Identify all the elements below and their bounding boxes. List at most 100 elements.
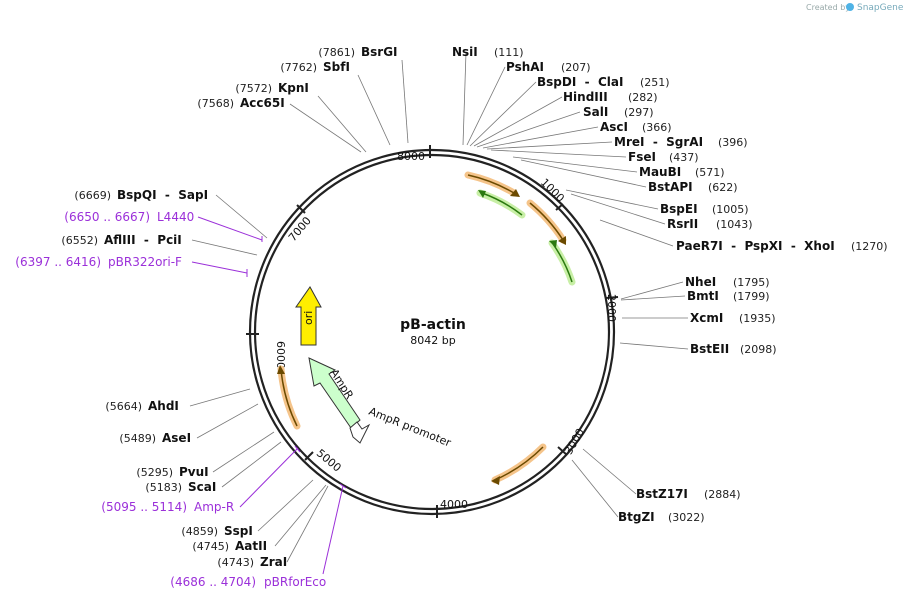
ampr-promoter-label: AmpR promoter <box>367 405 453 450</box>
plasmid-name: pB-actin <box>400 317 466 333</box>
site-bsteii[interactable]: BstEII <box>690 342 729 356</box>
site-paer7i-pspxi-xhoi[interactable]: PaeR7I - PspXI - XhoI <box>676 239 835 253</box>
site-sspi[interactable]: SspI <box>224 524 253 538</box>
primer-pbrforeco-range: (4686 .. 4704) <box>170 575 256 589</box>
site-bsteii-pos: (2098) <box>740 343 777 356</box>
site-aatii[interactable]: AatII <box>235 539 267 553</box>
site-bsrgi[interactable]: BsrGI <box>361 45 398 59</box>
site-mrei-sgrai-pos: (396) <box>718 136 748 149</box>
credit-brand: SnapGene <box>857 3 904 13</box>
site-zrai-pos: (4743) <box>217 556 254 569</box>
site-nsii-pos: (111) <box>494 46 524 59</box>
tick-label-1000: 1000 <box>538 176 567 205</box>
site-xcmi-pos: (1935) <box>739 312 776 325</box>
tick-label-4000: 4000 <box>440 498 468 511</box>
site-zrai[interactable]: ZraI <box>260 555 287 569</box>
site-kpni[interactable]: KpnI <box>278 81 309 95</box>
tick-label-2000: 2000 <box>605 294 618 322</box>
site-bmti[interactable]: BmtI <box>687 289 719 303</box>
site-scai[interactable]: ScaI <box>188 480 216 494</box>
site-btgzi[interactable]: BtgZI <box>618 510 655 524</box>
primer-lines <box>191 216 347 575</box>
site-fsei-pos: (437) <box>669 151 699 164</box>
site-aatii-pos: (4745) <box>192 540 229 553</box>
ampr-promoter-feature[interactable]: AmpR promoter <box>349 405 453 450</box>
tick-label-3000: 3000 <box>562 426 587 457</box>
site-nsii[interactable]: NsiI <box>452 45 478 59</box>
primer-labels: (6650 .. 6667) L4440 (6397 .. 6416) pBR3… <box>15 210 326 589</box>
site-pshai-pos: (207) <box>561 61 591 74</box>
primer-pbrforeco[interactable]: pBRforEco <box>264 575 326 589</box>
site-hindiii-pos: (282) <box>628 91 658 104</box>
plasmid-size: 8042 bp <box>410 334 455 347</box>
site-bspdi-clai[interactable]: BspDI - ClaI <box>537 75 623 89</box>
backbone-inner <box>253 153 611 511</box>
primer-pbr322ori-f[interactable]: pBR322ori-F <box>108 255 182 269</box>
site-rsrii[interactable]: RsrII <box>667 217 698 231</box>
sites-right: NsiI (111) PshAI (207) BspDI - ClaI (251… <box>452 45 888 524</box>
site-paer7i-pspxi-xhoi-pos: (1270) <box>851 240 888 253</box>
site-sbfi[interactable]: SbfI <box>323 60 350 74</box>
site-bstapi[interactable]: BstAPI <box>648 180 693 194</box>
site-scai-pos: (5183) <box>145 481 182 494</box>
site-btgzi-pos: (3022) <box>668 511 705 524</box>
snapgene-credit: Created by SnapGene <box>806 3 904 13</box>
site-maubi-pos: (571) <box>695 166 725 179</box>
site-nhei[interactable]: NheI <box>685 275 716 289</box>
site-bspdi-clai-pos: (251) <box>640 76 670 89</box>
site-sspi-pos: (4859) <box>181 525 218 538</box>
site-nhei-pos: (1795) <box>733 276 770 289</box>
site-asei[interactable]: AseI <box>162 431 191 445</box>
snapgene-logo-icon <box>846 3 854 11</box>
site-xcmi[interactable]: XcmI <box>690 311 723 325</box>
ori-label: ori <box>302 311 315 325</box>
tick-label-8000: 8000 <box>397 150 425 163</box>
primer-amp-r[interactable]: Amp-R <box>194 500 234 514</box>
site-asci[interactable]: AscI <box>600 120 628 134</box>
ampr-feature[interactable]: AmpR <box>308 357 361 429</box>
site-bspei-pos: (1005) <box>712 203 749 216</box>
credit-created-by: Created by <box>806 3 850 12</box>
leader-lines-right <box>462 51 689 518</box>
site-kpni-pos: (7572) <box>235 82 272 95</box>
site-sali-pos: (297) <box>624 106 654 119</box>
site-ahdi-pos: (5664) <box>105 400 142 413</box>
orange-orf-4[interactable] <box>277 365 301 430</box>
site-asci-pos: (366) <box>642 121 672 134</box>
orange-orf-1[interactable] <box>464 171 518 197</box>
primer-l4440-range: (6650 .. 6667) <box>64 210 150 224</box>
site-bstapi-pos: (622) <box>708 181 738 194</box>
primer-l4440[interactable]: L4440 <box>157 210 194 224</box>
site-hindiii[interactable]: HindIII <box>563 90 608 104</box>
site-mrei-sgrai[interactable]: MreI - SgrAI <box>614 135 703 149</box>
site-sali[interactable]: SalI <box>583 105 608 119</box>
site-bspqi-sapi[interactable]: BspQI - SapI <box>117 188 208 202</box>
ori-feature[interactable]: ori <box>295 286 322 346</box>
sites-left: (7861) BsrGI (7762) SbfI (7572) KpnI (75… <box>61 45 397 569</box>
site-bmti-pos: (1799) <box>733 290 770 303</box>
site-afliii-pcii[interactable]: AflIII - PciI <box>104 233 182 247</box>
site-maubi[interactable]: MauBI <box>639 165 681 179</box>
site-bstz17i-pos: (2884) <box>704 488 741 501</box>
tick-label-6000: 6000 <box>274 341 287 369</box>
site-fsei[interactable]: FseI <box>628 150 656 164</box>
site-pshai[interactable]: PshAI <box>506 60 544 74</box>
green-orf-2[interactable] <box>548 239 576 286</box>
site-asei-pos: (5489) <box>119 432 156 445</box>
site-acc65i[interactable]: Acc65I <box>240 96 285 110</box>
site-pvui-pos: (5295) <box>136 466 173 479</box>
site-ahdi[interactable]: AhdI <box>148 399 179 413</box>
feature-arcs <box>277 171 576 485</box>
primer-pbr322ori-f-range: (6397 .. 6416) <box>15 255 101 269</box>
tick-label-5000: 5000 <box>314 447 344 475</box>
site-afliii-pcii-pos: (6552) <box>61 234 98 247</box>
site-bstz17i[interactable]: BstZ17I <box>636 487 688 501</box>
site-rsrii-pos: (1043) <box>716 218 753 231</box>
primer-amp-r-range: (5095 .. 5114) <box>101 500 187 514</box>
site-acc65i-pos: (7568) <box>197 97 234 110</box>
backbone-outer <box>248 148 616 516</box>
site-bspei[interactable]: BspEI <box>660 202 698 216</box>
site-pvui[interactable]: PvuI <box>179 465 209 479</box>
leader-lines-left <box>189 59 409 563</box>
